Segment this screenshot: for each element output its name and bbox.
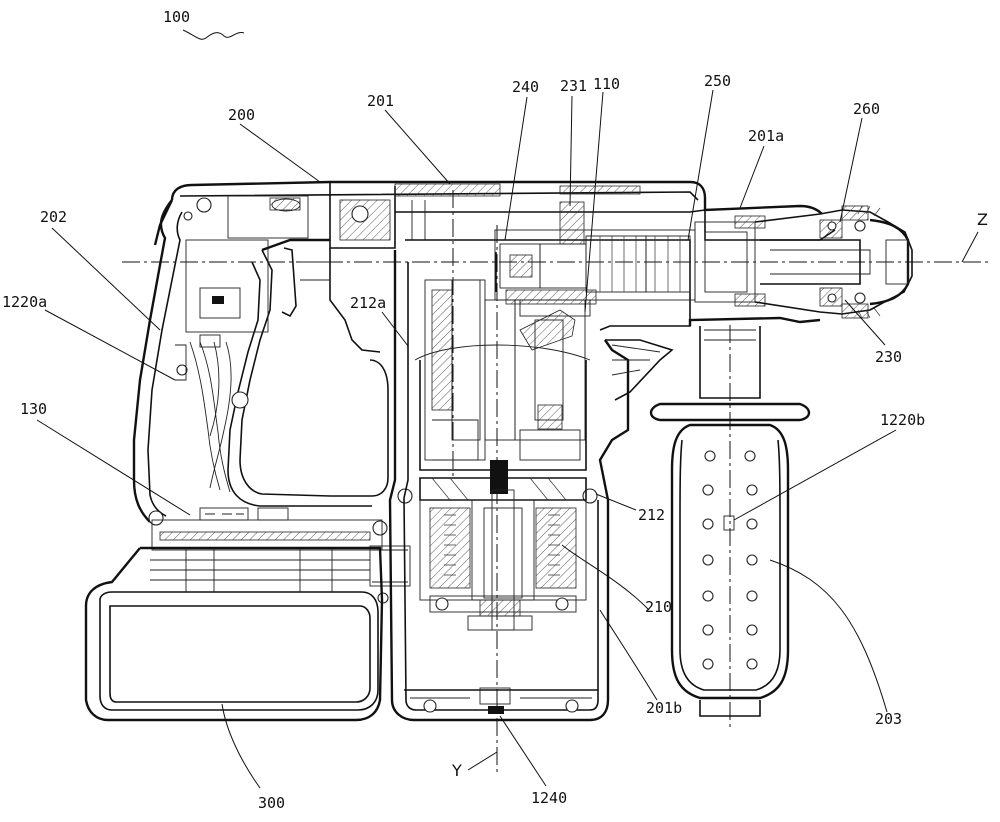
label-203: 203 <box>875 710 902 728</box>
label-201: 201 <box>367 92 394 110</box>
tool-holder-chuck <box>694 205 913 319</box>
motor-housing-bottom <box>404 687 598 714</box>
label-1240: 1240 <box>531 789 567 807</box>
label-1220a: 1220a <box>2 293 47 311</box>
leader-lines <box>36 89 897 789</box>
label-z-axis: Z <box>977 210 988 229</box>
label-130: 130 <box>20 400 47 418</box>
label-250: 250 <box>704 72 731 90</box>
rear-handle-202 <box>132 195 598 604</box>
label-1220b: 1220b <box>880 411 925 429</box>
motor-210-fan-212 <box>419 460 587 631</box>
motor-housing-201b <box>388 250 674 722</box>
label-260: 260 <box>853 100 880 118</box>
label-201b: 201b <box>646 699 682 717</box>
z-axis-leader <box>961 231 979 263</box>
label-212: 212 <box>638 506 665 524</box>
label-230: 230 <box>875 348 902 366</box>
label-300: 300 <box>258 794 285 812</box>
aux-handle-203 <box>649 326 811 717</box>
label-231: 231 <box>560 77 587 95</box>
battery-pack-300 <box>84 546 384 722</box>
gear-transmission <box>494 201 696 317</box>
reference-labels: 100 200 201 240 231 110 250 201a 260 Z 2… <box>2 8 988 812</box>
tool-reference-squiggle <box>182 29 245 40</box>
label-212a: 212a <box>350 294 386 312</box>
housing-201 <box>153 180 836 331</box>
label-210: 210 <box>645 598 672 616</box>
label-240: 240 <box>512 78 539 96</box>
label-100: 100 <box>163 8 190 26</box>
label-201a: 201a <box>748 127 784 145</box>
label-110: 110 <box>593 75 620 93</box>
label-200: 200 <box>228 106 255 124</box>
y-axis-leader <box>467 751 498 771</box>
label-y-axis: Y <box>451 761 462 780</box>
label-202: 202 <box>40 208 67 226</box>
